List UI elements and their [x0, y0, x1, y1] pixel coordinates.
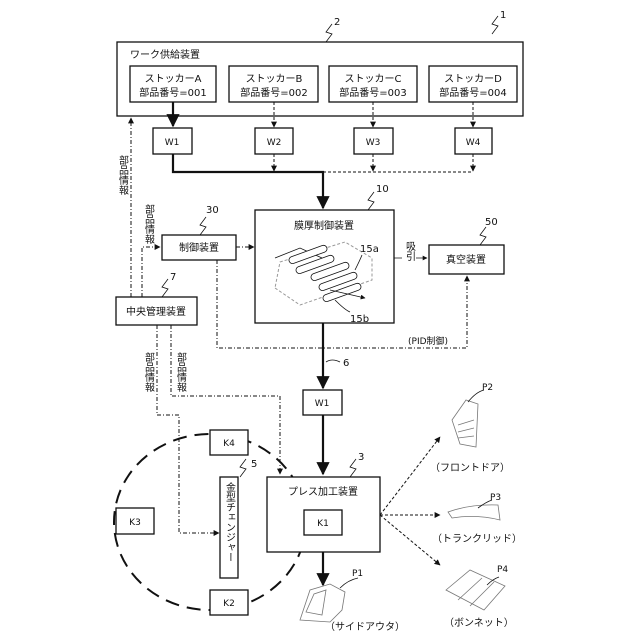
- control-title: 制御装置: [179, 241, 219, 254]
- svg-text:P1: P1: [352, 569, 363, 579]
- svg-text:W3: W3: [366, 138, 381, 148]
- work-w1-out-label: W1: [315, 399, 330, 409]
- svg-text:ストッカーA: ストッカーA: [145, 73, 202, 85]
- stocker-a: ストッカーA 部品番号=001: [130, 66, 216, 102]
- svg-text:K4: K4: [223, 439, 235, 449]
- svg-text:15b: 15b: [350, 314, 369, 325]
- die-changer-title: 金型チェンジャー: [224, 481, 236, 562]
- info-label-3: 部品情報: [143, 351, 155, 393]
- suction-label: 吸引: [404, 241, 416, 262]
- die-k3: K3: [116, 508, 154, 534]
- svg-text:5: 5: [251, 459, 257, 470]
- die-k1-label: K1: [317, 519, 329, 529]
- product-p4: P4 （ボンネット）: [444, 565, 514, 629]
- svg-text:P2: P2: [482, 383, 493, 393]
- stocker-b: ストッカーB 部品番号=002: [229, 66, 318, 102]
- press-title: プレス加工装置: [288, 485, 358, 498]
- work-w3: W3: [354, 128, 393, 154]
- svg-text:（トランクリッド）: （トランクリッド）: [432, 533, 522, 545]
- svg-text:部品番号=001: 部品番号=001: [139, 86, 206, 99]
- ref-3: 3: [350, 452, 364, 477]
- product-p3: P3 （トランクリッド）: [432, 493, 522, 545]
- svg-text:50: 50: [485, 217, 498, 228]
- svg-text:P4: P4: [497, 565, 508, 575]
- info-to-changer: [157, 325, 219, 533]
- pid-label: (PID制御): [408, 335, 448, 347]
- svg-text:1: 1: [500, 10, 506, 21]
- svg-text:ストッカーC: ストッカーC: [345, 73, 402, 85]
- svg-text:W1: W1: [165, 138, 180, 148]
- svg-text:K2: K2: [223, 599, 235, 609]
- svg-text:7: 7: [170, 272, 176, 283]
- ref-5: 5: [240, 459, 257, 477]
- svg-text:6: 6: [343, 358, 349, 369]
- vacuum-title: 真空装置: [446, 253, 486, 266]
- ref-1: 1: [492, 10, 506, 34]
- film-title: 膜厚制御装置: [294, 219, 354, 232]
- ref-50: 50: [480, 217, 498, 245]
- svg-text:（サイドアウタ）: （サイドアウタ）: [325, 621, 405, 633]
- product-p2: P2 （フロントドア）: [430, 383, 510, 474]
- svg-text:P3: P3: [490, 493, 501, 503]
- ref-10: 10: [368, 184, 389, 210]
- svg-text:部品番号=002: 部品番号=002: [240, 86, 307, 99]
- work-w4: W4: [455, 128, 492, 154]
- flow-w1-to-film: [173, 154, 323, 208]
- svg-text:部品番号=004: 部品番号=004: [439, 86, 506, 99]
- svg-text:W4: W4: [466, 138, 481, 148]
- central-title: 中央管理装置: [126, 305, 186, 318]
- svg-text:15a: 15a: [360, 244, 379, 255]
- die-k2: K2: [210, 590, 248, 615]
- svg-text:2: 2: [334, 17, 340, 28]
- ref-6: 6: [326, 358, 349, 369]
- svg-text:30: 30: [206, 205, 219, 216]
- svg-text:W2: W2: [267, 138, 282, 148]
- info-to-control: [142, 247, 160, 297]
- die-k4: K4: [210, 430, 248, 455]
- svg-text:（ボンネット）: （ボンネット）: [444, 617, 514, 629]
- flow-press-to-p2: [380, 437, 440, 515]
- ref-7: 7: [162, 272, 176, 297]
- work-supply-title: ワーク供給装置: [130, 48, 200, 61]
- flow-press-to-p4: [380, 515, 440, 565]
- svg-text:（フロントドア）: （フロントドア）: [430, 462, 510, 474]
- svg-text:K3: K3: [129, 518, 141, 528]
- stocker-c: ストッカーC 部品番号=003: [329, 66, 417, 102]
- info-label-1: 部品情報: [117, 154, 129, 196]
- work-w2: W2: [255, 128, 293, 154]
- work-w1: W1: [153, 128, 192, 154]
- info-label-2: 部品情報: [143, 203, 155, 245]
- svg-text:ストッカーB: ストッカーB: [246, 73, 303, 85]
- ref-30: 30: [200, 205, 219, 235]
- svg-text:3: 3: [358, 452, 364, 463]
- svg-text:ストッカーD: ストッカーD: [444, 73, 502, 85]
- product-p1: P1 （サイドアウタ）: [300, 569, 405, 633]
- svg-text:部品番号=003: 部品番号=003: [339, 86, 406, 99]
- stocker-d: ストッカーD 部品番号=004: [429, 66, 517, 102]
- svg-text:10: 10: [376, 184, 389, 195]
- info-label-4: 部品情報: [175, 351, 187, 393]
- ref-2: 2: [326, 17, 340, 42]
